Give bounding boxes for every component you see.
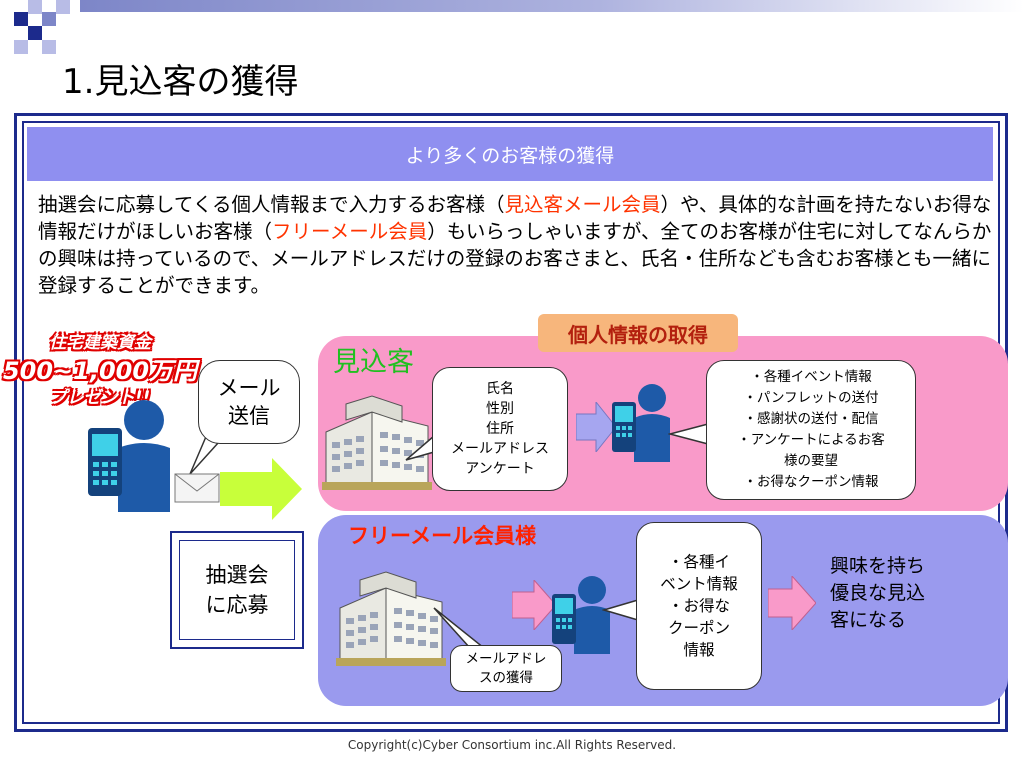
email-acquisition-bubble: メールアドレ スの獲得 bbox=[450, 645, 562, 692]
slide-title: 1.見込客の獲得 bbox=[62, 62, 299, 102]
email-acq-line-2: スの獲得 bbox=[479, 669, 533, 686]
result-text: 興味を持ち 優良な見込 客になる bbox=[830, 553, 925, 634]
title-bar-decoration bbox=[80, 0, 1024, 12]
arrow-right-icon bbox=[576, 402, 616, 452]
paragraph-text-2: ）や、具体的な計画を持たないお得な情報だけがほしいお客様（ bbox=[38, 193, 992, 243]
lottery-line-2: に応募 bbox=[205, 593, 269, 617]
person-phone-icon bbox=[88, 400, 170, 512]
lottery-entry-box: 抽選会 に応募 bbox=[170, 531, 304, 649]
info-item-email: メールアドレス bbox=[451, 441, 549, 457]
mail-send-bubble: メール 送信 bbox=[198, 360, 300, 444]
lottery-entry-inner: 抽選会 に応募 bbox=[179, 540, 295, 640]
service-survey-cont: 様の要望 bbox=[784, 453, 838, 469]
email-acq-line-1: メールアドレ bbox=[465, 650, 547, 667]
info-item-address: 住所 bbox=[486, 421, 514, 437]
info-item-name: 氏名 bbox=[486, 381, 514, 397]
mail-bubble-line-1: メール bbox=[217, 376, 281, 400]
person-phone-icon bbox=[552, 576, 610, 654]
arrow-right-icon bbox=[220, 458, 302, 520]
prospect-services-bubble: ・各種イベント情報 ・パンフレットの送付 ・感謝状の送付・配信 ・アンケートによ… bbox=[706, 360, 916, 500]
info-item-gender: 性別 bbox=[486, 401, 514, 417]
building-icon bbox=[322, 395, 432, 490]
service-events: ・各種イベント情報 bbox=[750, 369, 872, 385]
free-services-bubble: ・各種イ ベント情報 ・お得な クーポン 情報 bbox=[636, 522, 762, 690]
free-service-line-1: ・各種イ bbox=[667, 553, 730, 571]
personal-info-badge: 個人情報の取得 bbox=[538, 314, 738, 352]
free-service-line-3: ・お得な bbox=[667, 597, 730, 615]
paragraph-text-3: ）もいらっしゃいますが、全てのお客様が住宅に対してなんらかの興味は持っているので… bbox=[38, 220, 992, 297]
corner-decoration bbox=[14, 0, 70, 54]
free-member-label: フリーメール会員様 bbox=[348, 524, 537, 548]
prospect-label: 見込客 bbox=[333, 347, 414, 378]
promo-banner: 住宅建築資金 500~1,000万円 プレゼント!! bbox=[0, 330, 200, 410]
promo-line-1: 住宅建築資金 bbox=[49, 333, 151, 353]
building-icon bbox=[336, 571, 446, 666]
highlight-free-member: フリーメール会員 bbox=[272, 220, 428, 243]
result-line-2: 優良な見込 bbox=[830, 582, 926, 604]
description-paragraph: 抽選会に応募してくる個人情報まで入力するお客様（見込客メール会員）や、具体的な計… bbox=[38, 191, 998, 299]
arrow-right-icon bbox=[512, 580, 556, 630]
service-pamphlet: ・パンフレットの送付 bbox=[743, 390, 879, 406]
service-thanks: ・感謝状の送付・配信 bbox=[743, 411, 879, 427]
result-line-1: 興味を持ち bbox=[830, 555, 926, 577]
highlight-prospect-member: 見込客メール会員 bbox=[504, 193, 661, 216]
copyright-footer: Copyright(c)Cyber Consortium inc.All Rig… bbox=[347, 738, 677, 752]
service-coupon: ・お得なクーポン情報 bbox=[743, 474, 879, 490]
arrow-right-icon bbox=[768, 576, 816, 630]
personal-info-bubble: 氏名 性別 住所 メールアドレス アンケート bbox=[432, 367, 568, 491]
lottery-line-1: 抽選会 bbox=[205, 563, 269, 587]
paragraph-text-1: 抽選会に応募してくる個人情報まで入力するお客様（ bbox=[38, 193, 505, 216]
result-line-3: 客になる bbox=[830, 609, 907, 631]
free-service-line-4: クーポン bbox=[667, 619, 730, 637]
envelope-icon bbox=[174, 473, 220, 503]
mail-bubble-line-2: 送信 bbox=[228, 404, 270, 428]
free-service-line-2: ベント情報 bbox=[660, 575, 738, 593]
person-phone-icon bbox=[612, 384, 670, 462]
service-survey: ・アンケートによるお客 bbox=[737, 432, 885, 448]
promo-line-2: 500~1,000万円 bbox=[2, 357, 198, 385]
free-service-line-5: 情報 bbox=[683, 641, 715, 659]
promo-line-3: プレゼント!! bbox=[49, 388, 151, 408]
info-item-survey: アンケート bbox=[465, 461, 535, 477]
section-header: より多くのお客様の獲得 bbox=[27, 127, 993, 181]
